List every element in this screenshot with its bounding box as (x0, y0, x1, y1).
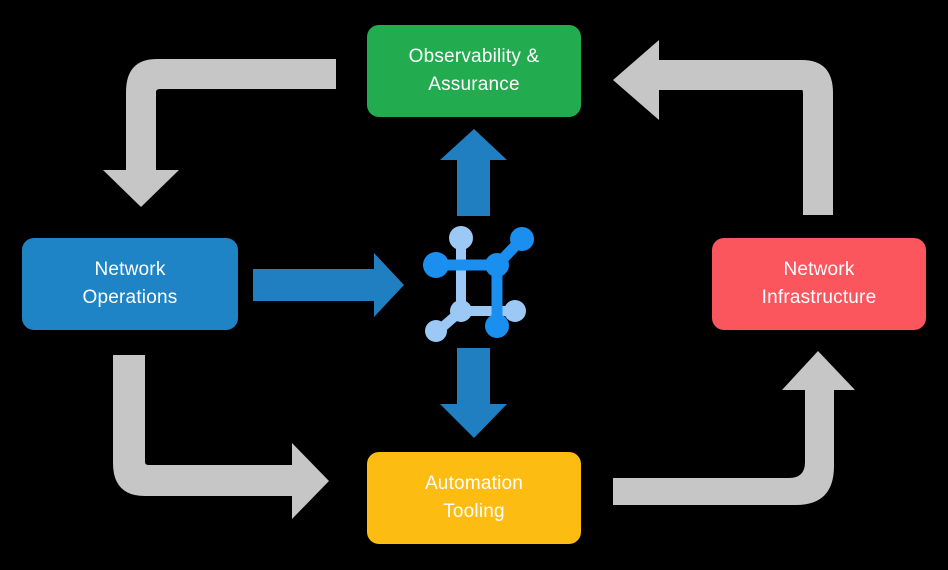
arrow-network-operations-to-hub (253, 253, 404, 317)
arrow-observability-to-network-operations (103, 59, 336, 207)
arrow-hub-to-observability (440, 129, 507, 216)
network-topology-icon (423, 226, 534, 342)
arrow-network-operations-to-automation-tooling (113, 355, 329, 519)
node-observability-and-assurance[interactable]: Observability & Assurance (367, 25, 581, 117)
arrow-hub-to-automation-tooling (440, 348, 507, 438)
node-network-infrastructure[interactable]: Network Infrastructure (712, 238, 926, 330)
arrow-automation-tooling-to-network-infrastructure (613, 351, 855, 505)
node-network-operations[interactable]: Network Operations (22, 238, 238, 330)
arrow-network-infrastructure-to-observability (613, 40, 833, 215)
node-automation-tooling[interactable]: Automation Tooling (367, 452, 581, 544)
